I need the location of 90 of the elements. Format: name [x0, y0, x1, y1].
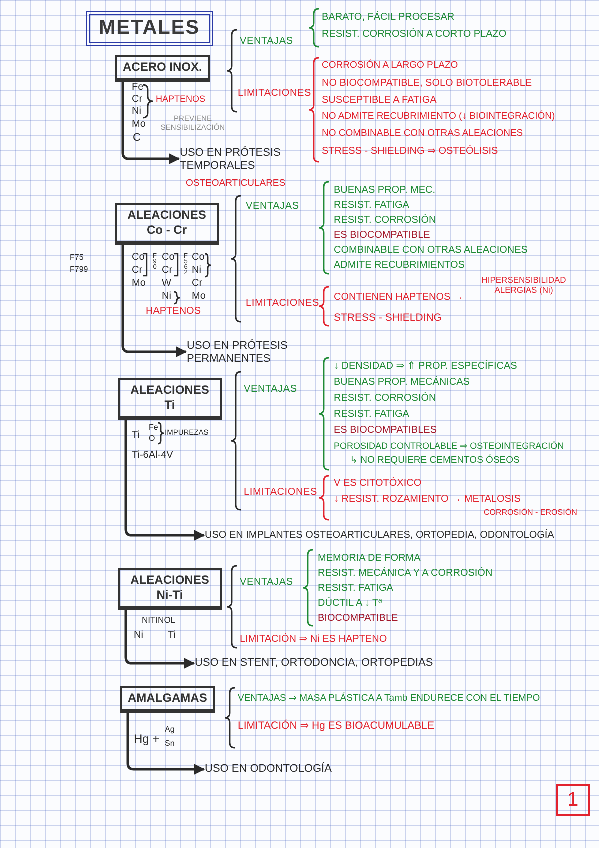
list-item: RESIST. MECÁNICA Y A CORROSIÓN [318, 568, 493, 580]
element-symbol: Co [162, 252, 175, 264]
element-symbol: Ni [134, 630, 144, 642]
section-heading: LIMITACIONES [244, 487, 318, 498]
usage-text: USO EN ODONTOLOGÍA [205, 763, 332, 776]
standard-code: F75 [70, 253, 84, 262]
element-symbol: O [149, 434, 156, 444]
element-symbol: Fe [149, 423, 158, 432]
element-symbol: Ni [162, 291, 172, 302]
element-symbol: Ti [168, 630, 176, 642]
arrow [124, 420, 206, 542]
list-item: NO COMBINABLE CON OTRAS ALEACIONES [322, 129, 524, 140]
list-item: COMBINABLE CON OTRAS ALEACIONES [334, 245, 528, 256]
list-item: MEMORIA DE FORMA [318, 553, 421, 564]
list-item: BUENAS PROP. MEC. [334, 185, 436, 196]
list-item: DÚCTIL A ↓ Tª [318, 598, 382, 610]
element-symbol: Co [132, 252, 145, 264]
arrow [122, 82, 180, 165]
section-heading: VENTAJAS [244, 384, 298, 396]
formula-text: Hg + [134, 733, 160, 747]
section-heading: VENTAJAS [246, 201, 300, 212]
list-item: NO BIOCOMPATIBLE, SOLO BIOTOLERABLE [322, 78, 532, 90]
element-symbol: Sn [165, 739, 175, 748]
list-item: BARATO, FÁCIL PROCESAR [322, 12, 455, 24]
element-symbol: Ti [132, 430, 140, 442]
list-item: ADMITE RECUBRIMIENTOS [334, 260, 465, 272]
list-item: SUSCEPTIBLE A FATIGA [322, 95, 437, 106]
list-item: NO ADMITE RECUBRIMIENTO (↓ BIOINTEGRACIÓN) [322, 112, 556, 123]
element-symbol: Fe [132, 82, 144, 94]
list-item: VENTAJAS ⇒ MASA PLÁSTICA A Tamb ENDURECE CON EL TIEMPO [238, 694, 540, 705]
list-item: LIMITACIÓN ⇒ Hg ES BIOACUMULABLE [238, 720, 434, 732]
list-item: ES BIOCOMPATIBLES [334, 425, 437, 436]
element-symbol: W [162, 278, 172, 290]
arrow [126, 713, 206, 776]
element-symbol: Mo [132, 119, 146, 130]
arrow [122, 245, 188, 358]
list-item: HIPERSENSIBILIDAD ALERGIAS (Ni) [480, 276, 568, 296]
heading-box: ALEACIONES Ni-Ti [118, 568, 222, 610]
list-item: RESIST. FATIGA [334, 409, 410, 420]
list-item: LIMITACIÓN ⇒ Ni ES HAPTENO [240, 634, 388, 646]
heading-box: AMALGAMAS [120, 686, 216, 713]
list-item: RESIST. CORROSIÓN [334, 393, 436, 404]
usage-text: USO EN STENT, ORTODONCIA, ORTOPEDIAS [195, 657, 434, 670]
usage-text: USO EN PRÓTESIS TEMPORALES [180, 147, 282, 173]
element-symbol: Cr [132, 265, 143, 276]
element-symbol: C [133, 132, 141, 145]
standard-code: F799 [70, 265, 88, 274]
section-heading: VENTAJAS [240, 36, 294, 48]
annotation-text: HAPTENOS [156, 94, 206, 104]
element-symbol: Mo [192, 291, 206, 302]
section-heading: LIMITACIONES [246, 298, 320, 310]
arrow [124, 610, 196, 670]
list-item: ↳ NO REQUIERE CEMENTOS ÓSEOS [350, 456, 520, 467]
usage-text: OSTEOARTICULARES [186, 177, 286, 190]
list-item: ↓ RESIST. ROZAMIENTO → METALOSIS [334, 494, 521, 506]
element-symbol: Cr [132, 94, 143, 106]
list-item: STRESS - SHIELDING ⇒ OSTEÓLISIS [322, 146, 498, 158]
list-item: BIOCOMPATIBLE [318, 613, 398, 624]
formula-text: Ti-6Al-4V [132, 450, 174, 462]
annotation-text: NITINOL [142, 616, 176, 626]
list-item: ↓ DENSIDAD ⇒ ⇑ PROP. ESPECÍFICAS [334, 361, 518, 372]
list-item: RESIST. FATIGA [334, 200, 410, 212]
list-item: CONTIENEN HAPTENOS → [334, 292, 464, 304]
list-item: BUENAS PROP. MECÁNICAS [334, 377, 470, 388]
list-item: POROSIDAD CONTROLABLE ⇒ OSTEOINTEGRACIÓN [334, 441, 564, 452]
element-symbol: Ni [132, 106, 142, 118]
page-title: METALES [86, 11, 214, 46]
annotation-text: HAPTENOS [146, 306, 202, 318]
element-symbol: Mo [132, 278, 146, 290]
list-item: STRESS - SHIELDING [334, 312, 442, 324]
element-symbol: Cr [192, 278, 203, 290]
usage-text: USO EN IMPLANTES OSTEOARTICULARES, ORTOPEDIA, ODONTOLOGÍA [205, 529, 554, 542]
section-heading: LIMITACIONES [238, 88, 312, 100]
list-item: V ES CITOTÓXICO [334, 478, 422, 490]
element-symbol: Cr [162, 265, 173, 276]
list-item: RESIST. CORROSIÓN [334, 215, 436, 226]
annotation-text: CORROSIÓN - EROSIÓN [484, 508, 578, 518]
heading-box: ALEACIONES Ti [118, 378, 222, 420]
heading-box: ALEACIONES Co - Cr [115, 203, 219, 245]
list-item: CORROSIÓN A LARGO PLAZO [322, 61, 458, 72]
list-item: RESIST. FATIGA [318, 583, 394, 594]
element-symbol: Ni [192, 265, 202, 276]
page-number-box: 1 [556, 784, 590, 816]
element-symbol: Co [192, 252, 205, 264]
list-item: ES BIOCOMPATIBLE [334, 230, 430, 242]
usage-text: USO EN PRÓTESIS PERMANENTES [187, 340, 299, 366]
heading-box: ACERO INOX. [115, 55, 210, 82]
list-item: RESIST. CORROSIÓN A CORTO PLAZO [322, 29, 507, 40]
section-heading: VENTAJAS [240, 577, 294, 588]
element-symbol: Ag [165, 725, 175, 734]
